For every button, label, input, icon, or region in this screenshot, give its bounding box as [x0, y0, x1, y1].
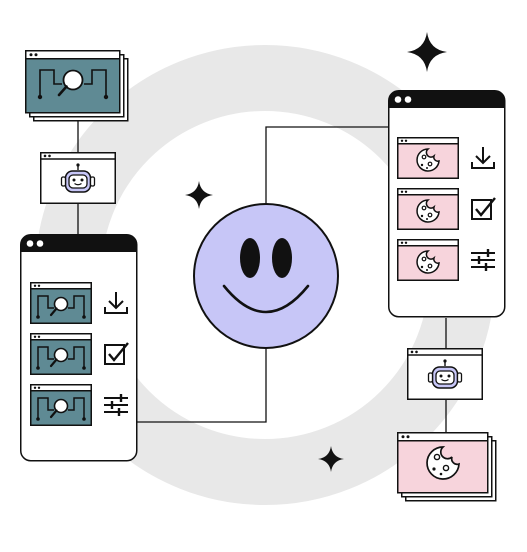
right-panel: [388, 90, 506, 318]
left-panel: [20, 234, 138, 462]
cookie-window-thumb: [397, 188, 459, 230]
search-window-stack: [25, 50, 129, 122]
search-window-thumb: [30, 282, 92, 324]
cookie-window-thumb: [397, 137, 459, 179]
robot-icon: [40, 152, 116, 204]
sparkle-icon: [407, 32, 447, 72]
connector-lines: [77, 118, 447, 432]
search-window-thumb: [30, 384, 92, 426]
search-window-thumb: [30, 333, 92, 375]
cookie-window-thumb: [397, 239, 459, 281]
smiley-face-icon: [193, 203, 339, 349]
robot-icon: [407, 348, 483, 400]
sliders-settings-icon: [102, 392, 130, 418]
sliders-settings-icon: [469, 247, 497, 273]
sparkle-icon: [185, 181, 213, 209]
cookie-window-stack: [397, 432, 497, 502]
